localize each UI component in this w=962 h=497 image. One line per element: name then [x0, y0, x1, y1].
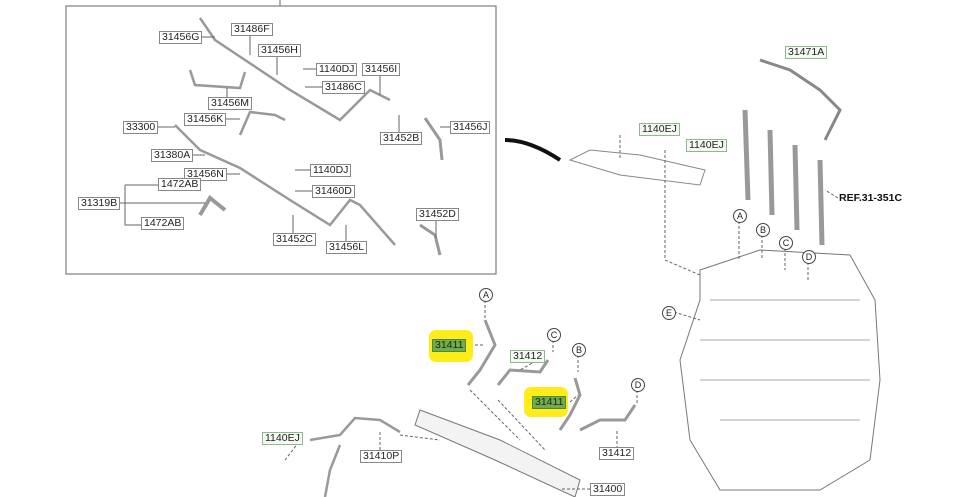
part-label-1472ab[interactable]: 1472AB — [158, 178, 202, 191]
part-label-31460d[interactable]: 31460D — [312, 185, 355, 198]
marker-e: E — [662, 306, 676, 320]
marker-a: A — [733, 209, 747, 223]
part-label-31471a[interactable]: 31471A — [785, 46, 828, 59]
part-label-1140dj[interactable]: 1140DJ — [316, 63, 358, 76]
part-label-31486c[interactable]: 31486C — [322, 81, 365, 94]
marker-b: B — [756, 223, 770, 237]
part-label-31456j[interactable]: 31456J — [450, 121, 491, 134]
part-label-31452c[interactable]: 31452C — [273, 233, 316, 246]
part-label-31456l[interactable]: 31456L — [326, 241, 368, 254]
part-label-1140ej-2[interactable]: 1140EJ — [686, 139, 727, 152]
part-label-31412[interactable]: 31412 — [510, 350, 546, 363]
part-label-31452b[interactable]: 31452B — [380, 132, 423, 145]
part-label-33300[interactable]: 33300 — [123, 121, 159, 134]
part-label-31412-2[interactable]: 31412 — [599, 447, 635, 460]
marker-a-rail: A — [479, 288, 493, 302]
part-label-1140dj-2[interactable]: 1140DJ — [310, 164, 352, 177]
part-label-31456i[interactable]: 31456I — [362, 63, 401, 76]
part-label-31456k[interactable]: 31456K — [184, 113, 227, 126]
part-label-31486f[interactable]: 31486F — [231, 23, 273, 36]
reference-label[interactable]: REF.31-351C — [839, 192, 903, 204]
part-label-31456n[interactable]: 31456N — [184, 168, 227, 181]
part-label-31400[interactable]: 31400 — [590, 483, 626, 496]
part-label-31411-2[interactable]: 31411 — [532, 396, 567, 409]
marker-c-rail: C — [547, 328, 561, 342]
part-label-1140ej-3[interactable]: 1140EJ — [262, 432, 303, 445]
part-label-31456m[interactable]: 31456M — [208, 97, 252, 110]
part-label-1472ab-2[interactable]: 1472AB — [141, 217, 185, 230]
part-label-31319b[interactable]: 31319B — [78, 197, 121, 210]
marker-d-rail: D — [631, 378, 645, 392]
marker-c: C — [779, 236, 793, 250]
marker-b-rail: B — [572, 343, 586, 357]
part-label-1140ej[interactable]: 1140EJ — [639, 123, 680, 136]
marker-d: D — [802, 250, 816, 264]
inset-frame — [65, 5, 497, 275]
part-label-31456h[interactable]: 31456H — [258, 44, 301, 57]
part-label-31456g[interactable]: 31456G — [159, 31, 203, 44]
part-label-31411[interactable]: 31411 — [432, 339, 467, 352]
part-label-31452d[interactable]: 31452D — [416, 208, 459, 221]
part-label-31410p[interactable]: 31410P — [360, 450, 403, 463]
part-label-31380a[interactable]: 31380A — [151, 149, 194, 162]
